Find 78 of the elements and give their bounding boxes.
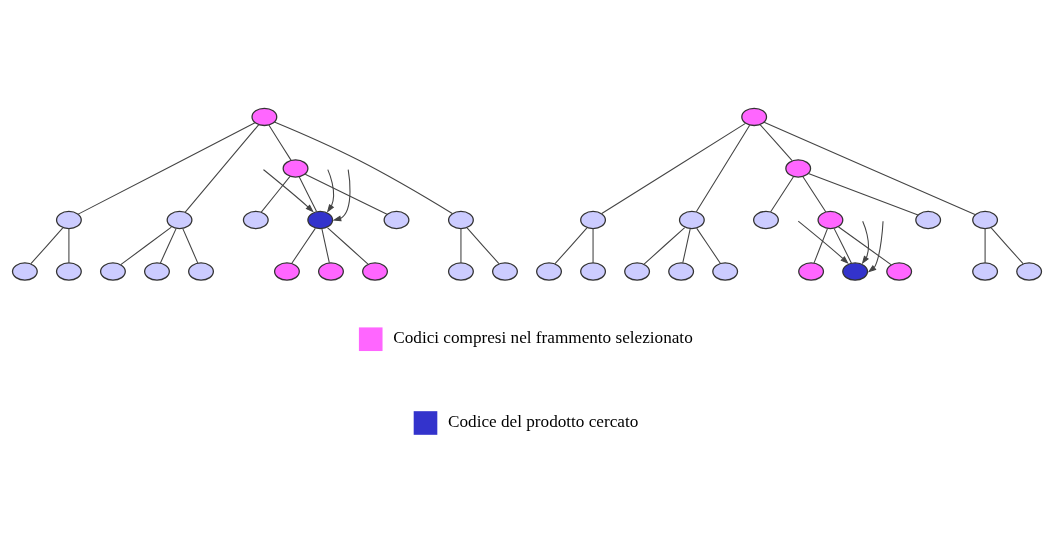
- node-circle: [712, 261, 739, 281]
- arrow: [332, 168, 351, 221]
- connector: [833, 227, 852, 264]
- arrow: [797, 220, 849, 264]
- node-circle: [915, 210, 942, 229]
- node-circle: [798, 261, 825, 281]
- connector: [120, 226, 172, 265]
- connector: [802, 175, 827, 212]
- connector: [326, 226, 369, 265]
- node-circle: [447, 210, 474, 229]
- node-circle: [251, 107, 278, 126]
- node-circle: [166, 210, 193, 229]
- node-circle: [282, 158, 309, 178]
- connector: [813, 227, 829, 264]
- node-circle: [580, 261, 607, 281]
- node-circle: [11, 261, 38, 281]
- node-circle: [668, 261, 695, 281]
- connector: [268, 124, 292, 161]
- arrow: [326, 168, 335, 213]
- connector: [990, 226, 1024, 264]
- connector: [592, 227, 594, 263]
- node-circle: [99, 261, 126, 281]
- connector: [763, 121, 976, 215]
- node-circle: [273, 261, 300, 281]
- connector: [30, 226, 64, 264]
- connector: [696, 227, 721, 264]
- node-circle: [624, 261, 651, 281]
- node-circle: [842, 261, 869, 281]
- connector: [770, 175, 794, 212]
- node-circle: [785, 158, 812, 178]
- node-circle: [536, 261, 562, 281]
- node-circle: [144, 261, 170, 281]
- connector: [291, 227, 316, 264]
- node-circle: [318, 261, 344, 281]
- node-circle: [55, 261, 82, 281]
- node-circle: [678, 210, 705, 229]
- node-circle: [447, 261, 474, 281]
- connector: [984, 227, 986, 263]
- connector: [807, 172, 919, 216]
- connector: [466, 226, 500, 264]
- node-circle: [817, 210, 844, 229]
- connector: [460, 227, 462, 263]
- connector: [682, 227, 691, 263]
- node-circle: [362, 261, 388, 281]
- arrow: [861, 220, 870, 264]
- legend-label: Codici compresi nel frammento selezionato: [393, 327, 693, 347]
- connector: [273, 121, 453, 214]
- node-circle: [492, 261, 518, 281]
- node-circle: [307, 210, 334, 229]
- connector: [77, 121, 256, 215]
- connector: [182, 227, 199, 264]
- connector: [601, 122, 747, 214]
- legend-label: Codice del prodotto cercato: [448, 411, 639, 431]
- node-circle: [242, 210, 269, 229]
- connector: [554, 226, 588, 264]
- node-circle: [886, 261, 913, 281]
- connector: [695, 124, 751, 212]
- connector: [260, 175, 291, 213]
- connector: [68, 227, 70, 263]
- node-circle: [972, 210, 999, 229]
- node-circle: [1016, 261, 1043, 281]
- connector: [159, 227, 177, 264]
- node-circle: [383, 210, 410, 229]
- connector: [304, 173, 388, 215]
- connector: [321, 227, 330, 263]
- connector: [184, 123, 260, 213]
- connector: [298, 175, 318, 212]
- connector: [643, 226, 686, 265]
- node-circle: [580, 210, 607, 229]
- node-circle: [741, 107, 768, 126]
- arrow: [867, 220, 884, 273]
- arrow: [262, 168, 314, 212]
- node-circle: [972, 261, 999, 281]
- node-circle: [753, 210, 779, 229]
- node-circle: [188, 261, 214, 281]
- connector: [759, 123, 793, 161]
- connector: [837, 225, 892, 265]
- node-circle: [55, 210, 82, 229]
